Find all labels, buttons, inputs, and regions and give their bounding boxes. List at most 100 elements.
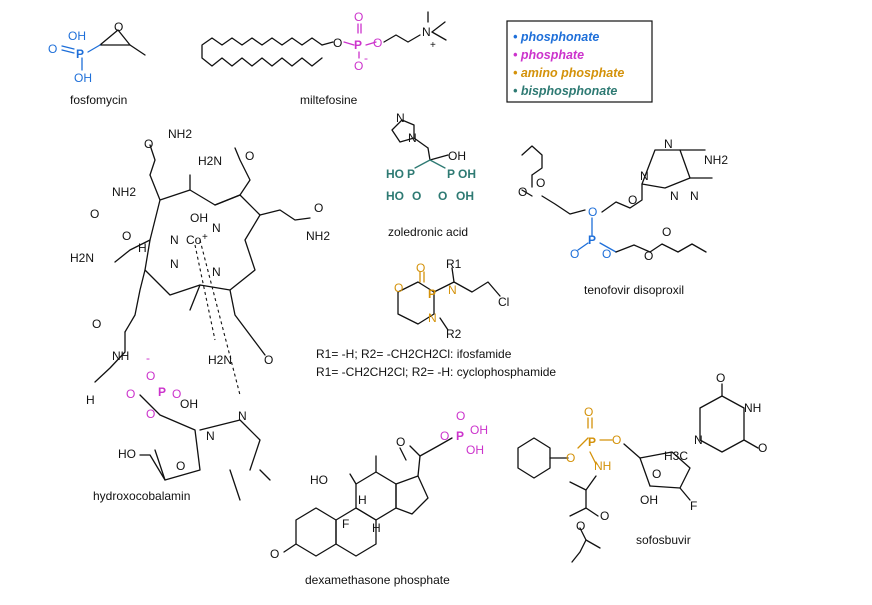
ifosfamide-n-exo: N (448, 283, 457, 297)
cbl-o-lower: O (92, 317, 101, 331)
tenofovir-n-top: N (664, 137, 673, 151)
dexa-h-1: H (358, 493, 367, 507)
ifosfamide-o-double: O (416, 261, 425, 275)
tenofovir-o-ether: O (628, 193, 637, 207)
cbl-nh: NH (112, 349, 129, 363)
miltefosine-structure: O O P O - O N + miltefosine (201, 10, 447, 107)
miltefosine-plus: + (430, 40, 436, 51)
cbl-o-mid: O (122, 229, 131, 243)
legend-item-phosphate: • phosphate (513, 48, 584, 62)
hydroxocobalamin-label: hydroxocobalamin (93, 489, 190, 503)
cbl-o-p-bottom: O (146, 407, 155, 421)
ifosfamide-p: P (428, 287, 436, 301)
tenofovir-o-carbonyl-1: O (518, 185, 527, 199)
fosfomycin-oh-bottom: OH (74, 71, 92, 85)
dexa-p: P (456, 429, 464, 443)
fosfomycin-structure: O OH O P OH fosfomycin (48, 20, 146, 107)
tenofovir-o-2: O (588, 205, 597, 219)
cbl-h: H (138, 241, 147, 255)
cbl-o-p-top: O (146, 369, 155, 383)
sofos-n-1: N (694, 433, 703, 447)
miltefosine-p: P (354, 38, 362, 52)
tenofovir-label: tenofovir disoproxil (584, 283, 684, 297)
zoledronic-p-left: P (407, 167, 415, 181)
cbl-o-p-left: O (126, 387, 135, 401)
cbl-o-right: O (314, 201, 323, 215)
dexa-oh-1: OH (470, 423, 488, 437)
sofos-h3c: H3C (664, 449, 688, 463)
tenofovir-o-4: O (644, 249, 653, 263)
ifosfamide-n-ring: N (428, 311, 437, 325)
tenofovir-o-carbonyl-2: O (662, 225, 671, 239)
cbl-o-sugar: O (176, 459, 185, 473)
ifosfamide-r2: R2 (446, 327, 462, 341)
fosfomycin-p: P (76, 47, 84, 61)
dexa-o-p: O (440, 429, 449, 443)
cbl-ho: HO (118, 447, 136, 461)
zoledronic-ho-bottom: HO (386, 189, 404, 203)
sofosbuvir-label: sofosbuvir (636, 533, 691, 547)
cbl-n-benz-2: N (238, 409, 247, 423)
sofosbuvir-structure: O O P O NH O O H3C OH F N O NH O O sofos… (517, 371, 767, 563)
cbl-n-4: N (212, 265, 221, 279)
sofos-f: F (690, 499, 697, 513)
miltefosine-o-double: O (354, 10, 363, 24)
miltefosine-o-ester: O (333, 36, 342, 50)
zoledronic-oh-bottom: OH (456, 189, 474, 203)
dexa-o-c20: O (396, 435, 405, 449)
tenofovir-n-9: N (640, 169, 649, 183)
cbl-p: P (158, 385, 166, 399)
cbl-co: Co (186, 233, 202, 247)
legend-item-amino-phosphate: • amino phosphate (513, 66, 624, 80)
dexa-oh-2: OH (466, 443, 484, 457)
tenofovir-n-ring-2: N (690, 189, 699, 203)
tenofovir-o-double: O (570, 247, 579, 261)
fosfomycin-o-double: O (48, 42, 57, 56)
sofos-o-ring: O (652, 467, 661, 481)
zoledronic-n: N (408, 131, 417, 145)
ifosfamide-cl: Cl (498, 295, 509, 309)
cbl-n-2: N (212, 221, 221, 235)
dexa-f: F (342, 517, 349, 531)
cbl-oh-sugar: OH (180, 397, 198, 411)
miltefosine-minus: - (364, 51, 368, 65)
fosfomycin-oh-top: OH (68, 29, 86, 43)
dexa-o-double: O (456, 409, 465, 423)
ifosfamide-r1: R1 (446, 257, 462, 271)
dexa-h-2: H (372, 521, 381, 535)
fosfomycin-label: fosfomycin (70, 93, 127, 107)
zoledronic-oh-right: OH (458, 167, 476, 181)
tenofovir-o-3: O (602, 247, 611, 261)
cbl-o-left: O (90, 207, 99, 221)
tenofovir-nh2: NH2 (704, 153, 728, 167)
miltefosine-o-2: O (373, 36, 382, 50)
cbl-oh: OH (190, 211, 208, 225)
zoledronic-o-left: O (412, 189, 421, 203)
cbl-n-1: N (170, 233, 179, 247)
cbl-nh2-left: NH2 (112, 185, 136, 199)
legend: • phosphonate • phosphate • amino phosph… (506, 20, 653, 103)
cbl-h2n-lower: H2N (208, 353, 232, 367)
sofos-oh: OH (640, 493, 658, 507)
sofos-o-carbonyl: O (600, 509, 609, 523)
cbl-n-benz: N (206, 429, 215, 443)
zoledronic-structure: N N OH HO P P OH HO O O OH zoledronic ac… (386, 111, 476, 239)
dexamethasone-label: dexamethasone phosphate (305, 573, 450, 587)
legend-item-phosphonate: • phosphonate (513, 30, 599, 44)
ifosfamide-caption-line-2: R1= -CH2CH2Cl; R2= -H: cyclophosphamide (316, 365, 556, 379)
zoledronic-oh: OH (448, 149, 466, 163)
cbl-h2n-top: H2N (198, 154, 222, 168)
sofos-o-ester-2: O (576, 519, 585, 533)
cbl-h-left: H (86, 393, 95, 407)
tenofovir-n-ring: N (670, 189, 679, 203)
hydroxocobalamin-structure: NH2 O H2N O NH2 O O NH2 OH Co + N N N N … (70, 127, 330, 503)
miltefosine-o-minus: O (354, 59, 363, 73)
dexa-ho: HO (310, 473, 328, 487)
cbl-co-plus: + (202, 232, 208, 243)
sofos-p: P (588, 435, 596, 449)
sofos-nh: NH (594, 459, 611, 473)
cbl-nh2-top: NH2 (168, 127, 192, 141)
cbl-n-3: N (170, 257, 179, 271)
zoledronic-o-right: O (438, 189, 447, 203)
